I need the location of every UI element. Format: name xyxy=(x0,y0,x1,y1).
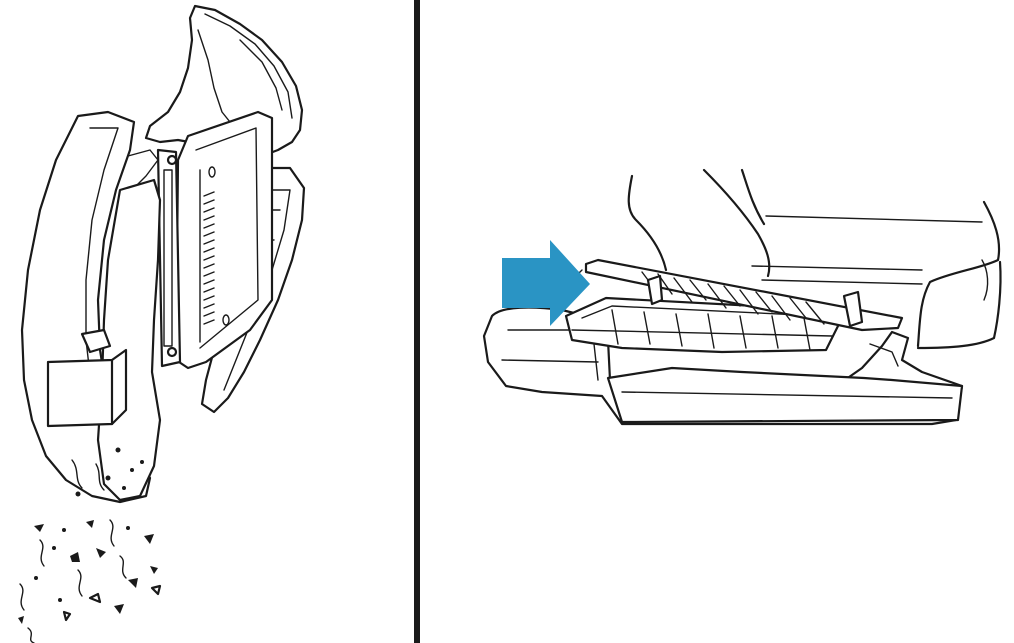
panel-empty-dust-bin xyxy=(0,0,414,643)
filter-pleats xyxy=(203,191,215,325)
insert-direction-arrow xyxy=(502,240,590,326)
debris-inside xyxy=(75,447,144,497)
dust-bin-open-icon xyxy=(18,4,306,643)
falling-debris xyxy=(18,519,162,643)
panel-insert-filter xyxy=(422,0,1014,643)
panel-divider xyxy=(414,0,420,643)
filter-insert-icon xyxy=(482,168,1002,426)
